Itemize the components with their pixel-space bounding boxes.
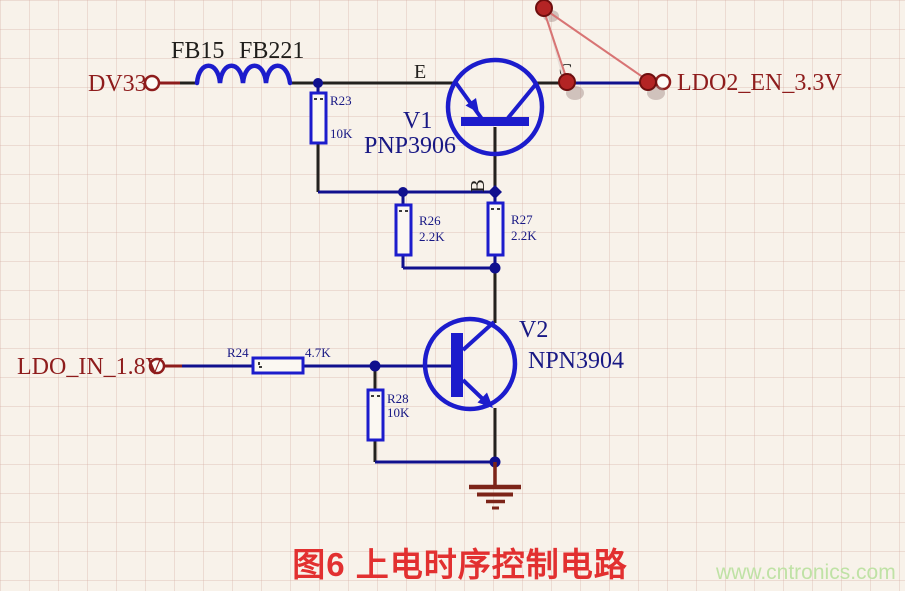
v1-pin-label-e: E bbox=[414, 61, 426, 83]
annotation-dot-terminal bbox=[639, 73, 657, 91]
resistor-r27-value: 2.2K bbox=[511, 228, 537, 243]
v1-pin-label-b: B bbox=[467, 179, 489, 192]
net-label-ldo-in: LDO_IN_1.8V bbox=[17, 354, 164, 380]
net-label-dv33: DV33 bbox=[88, 71, 147, 97]
ground-symbol bbox=[469, 462, 521, 510]
v1-designator: V1 bbox=[403, 108, 432, 134]
v1-emitter-arrow bbox=[465, 98, 479, 113]
resistor-r24-value: 4.7K bbox=[305, 345, 331, 360]
ferrite-bead bbox=[194, 63, 293, 86]
resistor-r23-designator: R23 bbox=[330, 93, 352, 108]
resistor-r27-designator: R27 bbox=[511, 212, 533, 227]
annotation-markers bbox=[535, 0, 665, 100]
ferrite-bead-label-fb15: FB15 bbox=[171, 38, 224, 64]
net-label-ldo2-en: LDO2_EN_3.3V bbox=[677, 70, 842, 96]
ferrite-bead-label-fb221: FB221 bbox=[239, 38, 304, 64]
resistor-r27 bbox=[486, 201, 505, 257]
resistor-r23 bbox=[309, 91, 328, 145]
v2-designator: V2 bbox=[519, 317, 548, 343]
resistor-r28 bbox=[366, 388, 385, 442]
v2-part-number: NPN3904 bbox=[528, 348, 624, 374]
resistor-r23-value: 10K bbox=[330, 126, 353, 141]
transistor-v2 bbox=[422, 316, 518, 412]
terminal-dv33 bbox=[143, 74, 161, 92]
resistor-r26-designator: R26 bbox=[419, 213, 441, 228]
resistor-r28-designator: R28 bbox=[387, 391, 409, 406]
transistor-v1 bbox=[445, 57, 545, 157]
resistor-r28-value: 10K bbox=[387, 405, 410, 420]
annotation-dot-collector bbox=[558, 73, 576, 91]
annotation-dot-top bbox=[535, 0, 553, 17]
resistor-r24-designator: R24 bbox=[227, 345, 249, 360]
resistor-r24 bbox=[251, 356, 305, 375]
v1-part-number: PNP3906 bbox=[364, 133, 456, 159]
terminal-ldo-in bbox=[148, 357, 166, 375]
resistor-r26-value: 2.2K bbox=[419, 229, 445, 244]
watermark: www.cntronics.com bbox=[716, 561, 896, 584]
figure-caption: 图6 上电时序控制电路 bbox=[292, 546, 628, 583]
resistor-r26 bbox=[394, 203, 413, 257]
v2-emitter-arrow bbox=[477, 392, 493, 408]
